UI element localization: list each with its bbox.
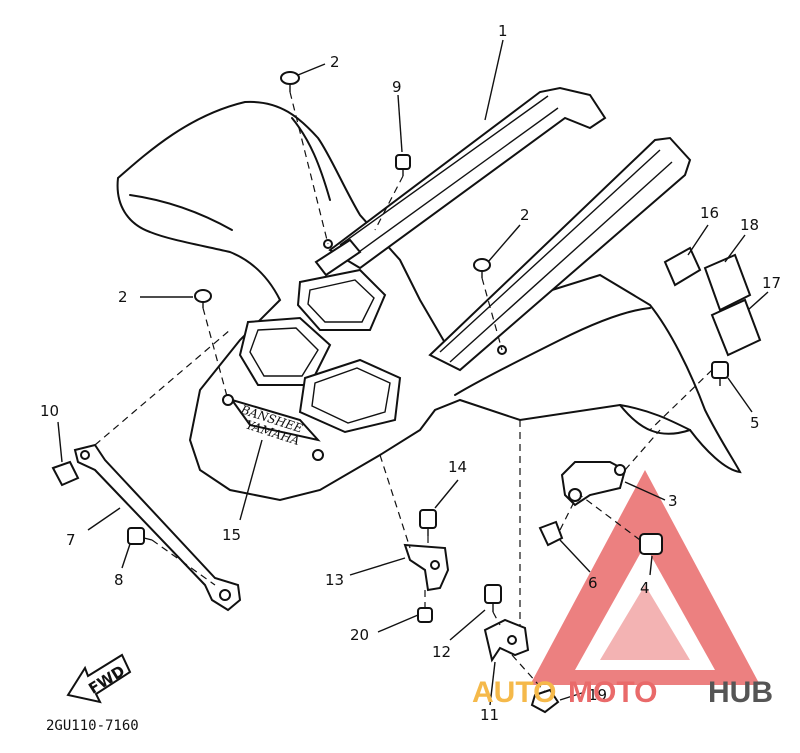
part-17-decal	[710, 298, 762, 357]
part-11-bracket	[483, 618, 530, 663]
callout-16: 16	[700, 204, 719, 222]
callout-2-right: 2	[520, 206, 530, 224]
watermark-text: AUTO MOTO HUB	[472, 676, 773, 709]
watermark-logo-icon	[530, 470, 760, 685]
part-7-stay	[73, 443, 242, 612]
callout-20: 20	[350, 626, 369, 644]
callout-5: 5	[750, 414, 760, 432]
assembly-lines	[94, 91, 713, 693]
callout-11: 11	[480, 706, 499, 724]
part-18-decal	[703, 253, 752, 312]
callout-8: 8	[114, 571, 124, 589]
callout-14: 14	[448, 458, 467, 476]
callout-18: 18	[740, 216, 759, 234]
callout-2-top: 2	[330, 53, 340, 71]
leader-lines	[57, 39, 769, 706]
callout-9: 9	[392, 78, 402, 96]
callout-3: 3	[668, 492, 678, 510]
callout-6: 6	[588, 574, 598, 592]
part-13-bracket	[403, 543, 450, 592]
part-1-right-rail	[428, 136, 692, 372]
callout-19: 19	[588, 686, 607, 704]
callout-7: 7	[66, 531, 76, 549]
callout-2-left: 2	[118, 288, 128, 306]
fwd-arrow-icon: FWD	[66, 653, 132, 704]
callout-4: 4	[640, 579, 650, 597]
fasteners	[51, 71, 729, 714]
part-16-decal	[663, 246, 702, 287]
watermark-hub: HUB	[708, 676, 773, 709]
callout-15: 15	[222, 526, 241, 544]
callout-13: 13	[325, 571, 344, 589]
part-1-left-rail	[314, 86, 607, 277]
watermark-moto: MOTO	[568, 676, 657, 709]
callout-12: 12	[432, 643, 451, 661]
part-3-bracket	[560, 461, 627, 507]
diagram-code: 2GU110-7160	[46, 718, 139, 734]
callout-1: 1	[498, 22, 508, 40]
rear-fender: BANSHEE YAMAHA	[116, 100, 742, 502]
callout-17: 17	[762, 274, 781, 292]
callout-labels: 1 2 9 2 2 10 7 8 15 14 13 20 12 11 19 6 …	[40, 22, 781, 724]
callout-10: 10	[40, 402, 59, 420]
watermark-auto: AUTO	[472, 676, 556, 709]
